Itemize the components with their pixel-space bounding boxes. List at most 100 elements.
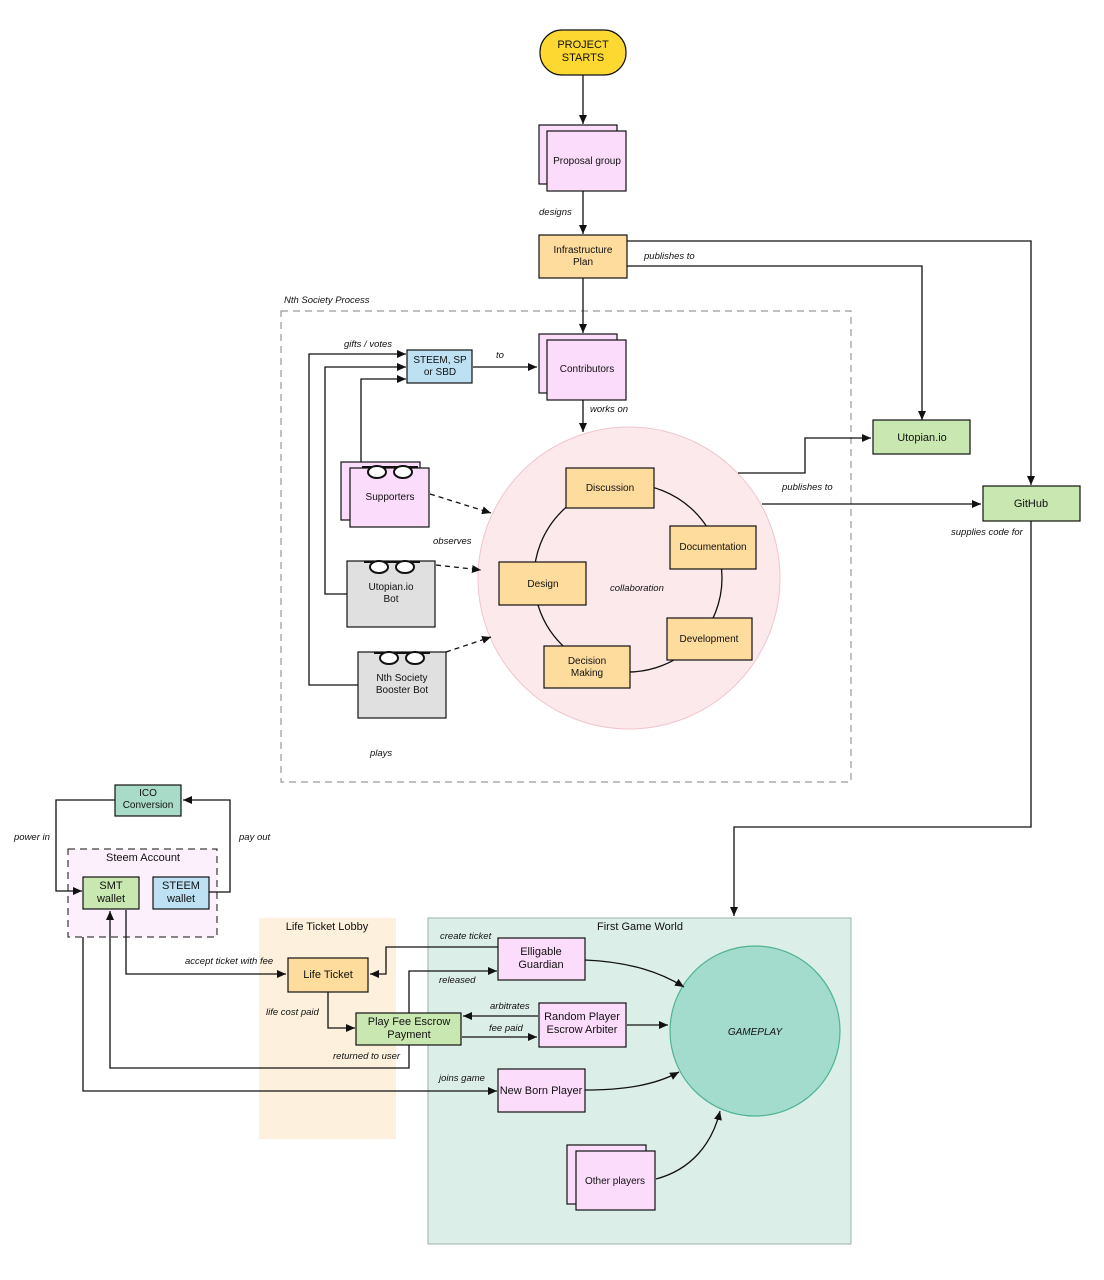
edge-booster-observe xyxy=(445,636,492,653)
label-life-cost-paid: life cost paid xyxy=(266,1007,320,1018)
node-development-text: Development xyxy=(680,634,739,645)
node-documentation[interactable]: Documentation xyxy=(669,525,757,570)
label-released: released xyxy=(439,975,476,986)
edge-smt-lifeticket xyxy=(125,910,286,978)
label-create-ticket: create ticket xyxy=(440,931,492,942)
label-arbitrates: arbitrates xyxy=(490,1001,530,1012)
node-github[interactable]: GitHub xyxy=(982,485,1081,522)
nth-society-process-region: Nth Society Process xyxy=(280,295,852,783)
edge-utopianbot-observe xyxy=(435,564,482,573)
nth-society-process-label: Nth Society Process xyxy=(284,295,370,306)
label-observes: observes xyxy=(433,536,472,547)
node-supporters-text: Supporters xyxy=(366,492,415,503)
node-design-text: Design xyxy=(527,579,558,590)
label-works-on: works on xyxy=(590,404,628,415)
edge-smt-newborn xyxy=(82,937,497,1095)
node-new-born-player[interactable]: New Born Player xyxy=(497,1068,586,1113)
label-supplies-code-for: supplies code for xyxy=(951,527,1024,538)
edge-github-gameworld xyxy=(730,521,1032,916)
edge-lifeticket-playfee xyxy=(327,992,355,1032)
label-returned-to-user: returned to user xyxy=(333,1051,401,1062)
glasses-icon xyxy=(374,651,430,665)
label-plays: plays xyxy=(369,748,392,759)
label-power-in: power in xyxy=(13,832,50,843)
edge-playfee-smt xyxy=(106,911,410,1069)
label-pay-out: pay out xyxy=(238,832,271,843)
edge-guardian-gameplay xyxy=(584,959,685,988)
node-design[interactable]: Design xyxy=(498,561,587,606)
node-supporters[interactable]: Supporters xyxy=(340,461,430,528)
life-ticket-lobby-label: Life Ticket Lobby xyxy=(286,921,369,933)
label-gifts-votes: gifts / votes xyxy=(344,339,392,350)
node-life-ticket-text: Life Ticket xyxy=(303,969,353,981)
edge-newborn-gameplay xyxy=(584,1071,680,1091)
edge-supporters-observe xyxy=(429,493,492,515)
edge-guardian-lifeticket xyxy=(370,946,498,978)
label-to: to xyxy=(496,350,504,361)
node-discussion-text: Discussion xyxy=(586,483,634,494)
label-accept-ticket: accept ticket with fee xyxy=(185,956,273,967)
node-utopian-io-text: Utopian.io xyxy=(897,432,947,444)
edge-supporters-steem xyxy=(360,375,406,462)
node-documentation-text: Documentation xyxy=(679,542,746,553)
node-proposal-group[interactable]: Proposal group xyxy=(538,124,627,192)
label-fee-paid: fee paid xyxy=(489,1023,524,1034)
node-life-ticket[interactable]: Life Ticket xyxy=(287,957,369,993)
node-other-players[interactable]: Other players xyxy=(566,1144,656,1211)
first-game-world-label: First Game World xyxy=(597,921,683,933)
label-joins-game: joins game xyxy=(437,1073,485,1084)
glasses-icon xyxy=(364,560,420,574)
edge-infra-utopian xyxy=(627,265,926,420)
collaboration-label: collaboration xyxy=(610,583,664,594)
node-contributors-text: Contributors xyxy=(560,364,614,375)
node-proposal-group-text: Proposal group xyxy=(553,156,621,167)
node-new-born-player-text: New Born Player xyxy=(500,1085,583,1097)
glasses-icon xyxy=(362,465,418,479)
label-publishes-to-1: publishes to xyxy=(643,251,695,262)
node-github-text: GitHub xyxy=(1014,498,1048,510)
edge-utopianbot-steem xyxy=(324,363,406,595)
node-utopian-io[interactable]: Utopian.io xyxy=(872,419,971,455)
edge-infra-github xyxy=(627,240,1035,485)
edge-labels: designs publishes to gifts / votes to wo… xyxy=(13,207,1024,1084)
node-development[interactable]: Development xyxy=(666,617,753,661)
gameplay-circle xyxy=(669,945,841,1117)
node-contributors[interactable]: Contributors xyxy=(538,333,627,401)
edge-playfee-guardian xyxy=(408,967,497,1013)
edge-steem-ico xyxy=(183,796,231,893)
label-publishes-to-2: publishes to xyxy=(781,482,833,493)
node-other-players-text: Other players xyxy=(585,1176,645,1187)
edge-circle-utopian xyxy=(738,434,871,474)
gameplay-label: GAMEPLAY xyxy=(728,1027,784,1038)
steem-account-label: Steem Account xyxy=(106,852,180,864)
edges xyxy=(55,75,1035,1180)
node-discussion[interactable]: Discussion xyxy=(565,467,655,509)
edge-ico-smt xyxy=(55,799,115,895)
